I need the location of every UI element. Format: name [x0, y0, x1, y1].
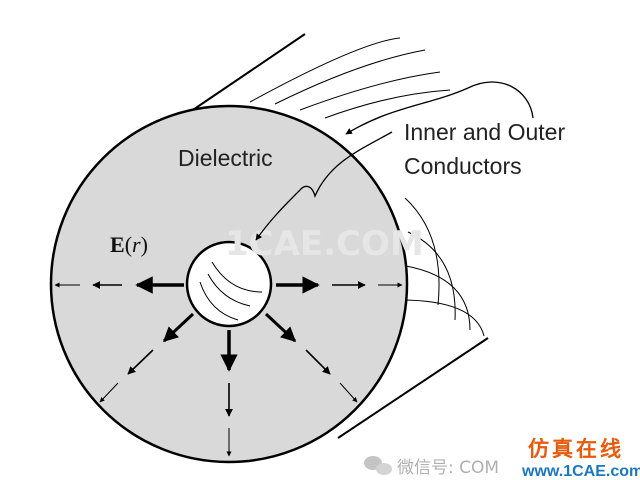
field-symbol: E: [110, 232, 125, 257]
dielectric-label: Dielectric: [178, 145, 273, 171]
inner-conductor-circle: [185, 240, 273, 328]
brand-chinese: 仿真在线: [528, 437, 624, 461]
field-arrow: [127, 349, 154, 375]
inner-conductor: [185, 240, 273, 328]
field-label: E(r): [110, 232, 148, 257]
wechat-watermark: 微信号: COM: [364, 456, 499, 478]
inner-shade-line: [211, 261, 263, 293]
cable-bottom-edge: [337, 337, 489, 439]
field-arrow: [305, 349, 331, 375]
field-paren-open: (: [125, 232, 132, 257]
inner-shade-line: [207, 273, 251, 307]
cable-body: [180, 33, 489, 439]
cable-shade-line: [399, 299, 485, 337]
wechat-icon: [364, 456, 392, 475]
brand-logo: 仿真在线 www.1CAE.com: [518, 432, 640, 480]
cable-shade-line: [404, 197, 440, 306]
watermark-center: 1CAE.COM: [225, 224, 424, 264]
field-arrow: [339, 382, 358, 403]
cable-shade-line: [299, 71, 441, 111]
cable-top-edge: [180, 33, 306, 119]
inner-shade-line: [199, 281, 239, 321]
cable-shade-line: [249, 37, 401, 103]
field-arrows: [54, 276, 403, 457]
callout-lines: [255, 81, 534, 241]
conductors-label-line1: Inner and Outer: [404, 119, 565, 145]
field-variable: r: [132, 232, 141, 257]
field-arrow: [99, 382, 119, 403]
field-arrow: [162, 312, 195, 343]
wechat-text: 微信号: COM: [397, 458, 499, 478]
cable-shade-line: [274, 49, 426, 105]
conductors-label-line2: Conductors: [404, 153, 522, 179]
callout-outer: [345, 81, 534, 135]
field-paren-close: ): [141, 232, 148, 257]
callout-inner: [255, 131, 393, 241]
brand-backdrop: [518, 432, 636, 478]
cable-shade-line: [407, 231, 456, 321]
cable-shade-line: [405, 265, 471, 331]
field-arrow: [264, 312, 297, 343]
brand-url: www.1CAE.com: [521, 463, 640, 480]
cable-shade-line: [324, 89, 451, 119]
